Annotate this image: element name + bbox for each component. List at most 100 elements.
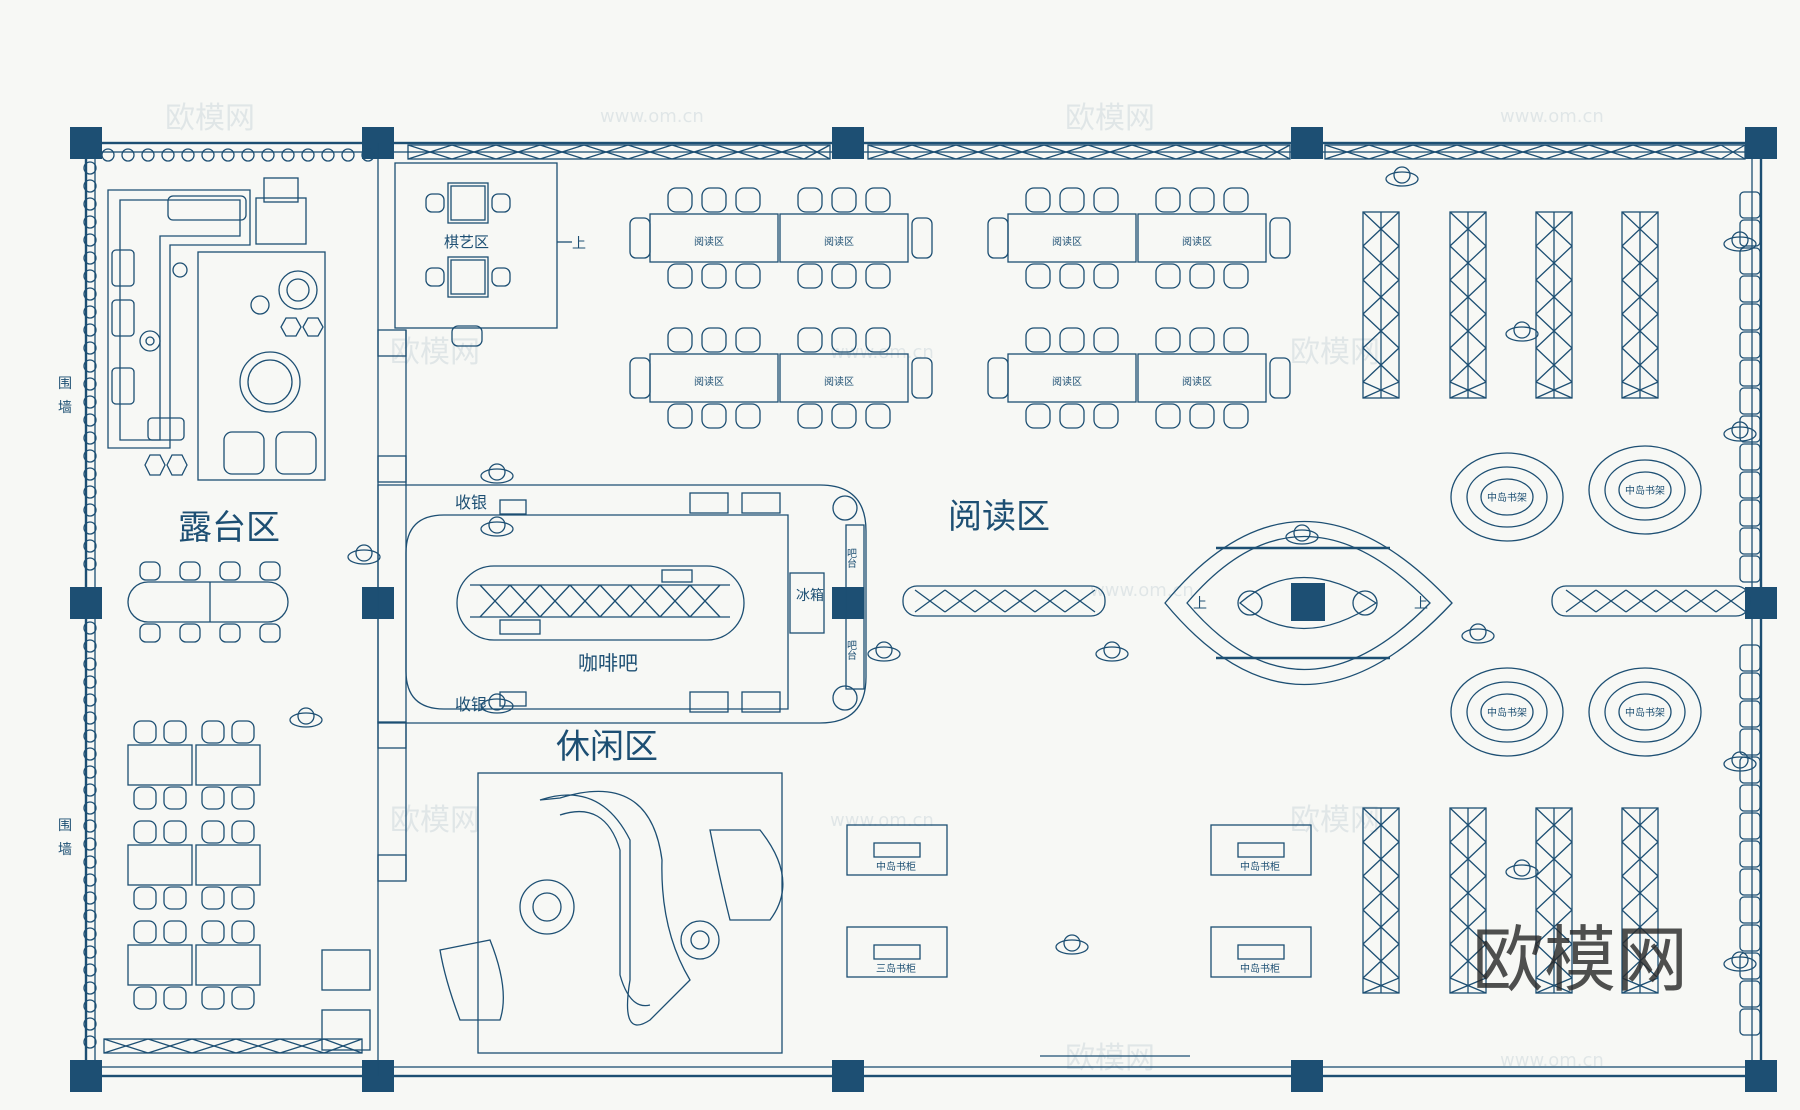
wall-label: 墙 bbox=[58, 842, 72, 858]
round-shelf bbox=[1588, 445, 1702, 535]
hex-stool bbox=[302, 317, 324, 337]
plant bbox=[341, 148, 355, 162]
low-shelf bbox=[1551, 585, 1751, 617]
shelf-hatch bbox=[1715, 589, 1747, 613]
person-head bbox=[488, 516, 506, 534]
chair bbox=[201, 986, 225, 1010]
wall-shelf-module bbox=[1739, 896, 1761, 924]
round-shelf-label: 中岛书架 bbox=[1625, 484, 1665, 497]
display-cabinets: 中岛书柜 三岛书柜 中岛书柜 中岛书柜 bbox=[846, 824, 1312, 978]
window-mullion bbox=[1087, 144, 1133, 160]
watermark-url: www.om.cn bbox=[1500, 1050, 1604, 1071]
wall-shelf-module bbox=[1739, 980, 1761, 1008]
wall-shelf-module bbox=[1739, 812, 1761, 840]
shelf-pattern bbox=[914, 589, 1747, 613]
cushion bbox=[111, 299, 135, 337]
chair bbox=[735, 187, 761, 213]
cafe-table bbox=[195, 844, 261, 886]
column bbox=[1291, 1060, 1323, 1092]
counter-hatch bbox=[539, 584, 571, 618]
chair bbox=[1155, 327, 1181, 353]
person-head bbox=[488, 693, 506, 711]
plant bbox=[261, 148, 275, 162]
chair bbox=[1093, 187, 1119, 213]
plant bbox=[83, 359, 97, 373]
plant bbox=[361, 148, 375, 162]
stack-hatch bbox=[1535, 943, 1573, 979]
window-mullion bbox=[1043, 144, 1089, 160]
stack-hatch bbox=[1362, 313, 1400, 349]
chair bbox=[865, 187, 891, 213]
chair bbox=[1189, 403, 1215, 429]
shelf-hatch bbox=[944, 589, 976, 613]
chair bbox=[1025, 403, 1051, 429]
chair bbox=[133, 720, 157, 744]
reading-table-label: 阅读区 bbox=[824, 235, 854, 248]
plant bbox=[83, 179, 97, 193]
door-swing bbox=[377, 854, 407, 882]
shelf-hatch bbox=[914, 589, 946, 613]
plant bbox=[83, 503, 97, 517]
zone-label-coffee: 咖啡吧 bbox=[578, 651, 638, 675]
counter-hatch bbox=[629, 584, 661, 618]
plant bbox=[83, 747, 97, 761]
plant bbox=[83, 377, 97, 391]
plant bbox=[83, 981, 97, 995]
plant bbox=[83, 783, 97, 797]
plant bbox=[301, 148, 315, 162]
chair bbox=[133, 920, 157, 944]
stack-hatch bbox=[1621, 313, 1659, 349]
shelf-hatch bbox=[1034, 589, 1066, 613]
watermark-brand: 欧模网 bbox=[1065, 101, 1155, 136]
stack-hatch bbox=[1362, 943, 1400, 979]
island-core bbox=[1238, 577, 1378, 629]
chair bbox=[425, 267, 445, 287]
window-mullion bbox=[1500, 144, 1546, 160]
plant bbox=[83, 1017, 97, 1031]
chair bbox=[201, 820, 225, 844]
chair bbox=[865, 263, 891, 289]
person-shoulders bbox=[1095, 646, 1129, 662]
chair bbox=[1093, 403, 1119, 429]
person-head bbox=[1293, 524, 1311, 542]
plant bbox=[83, 819, 97, 833]
lamp bbox=[263, 177, 299, 203]
cabinet-slot bbox=[873, 944, 921, 960]
corner-sofa bbox=[709, 829, 784, 921]
window-mullion bbox=[191, 1038, 237, 1054]
chair bbox=[1059, 187, 1085, 213]
hex-stool bbox=[166, 454, 188, 476]
column bbox=[832, 587, 864, 619]
chair bbox=[201, 920, 225, 944]
planter bbox=[1237, 590, 1263, 616]
column bbox=[832, 1060, 864, 1092]
column bbox=[832, 127, 864, 159]
stack-hatch bbox=[1449, 943, 1487, 979]
cushion bbox=[167, 195, 247, 221]
chair bbox=[259, 623, 281, 643]
counter-pattern bbox=[479, 584, 721, 618]
chair bbox=[701, 187, 727, 213]
zone-label-terrace: 露台区 bbox=[178, 508, 280, 548]
plant bbox=[83, 675, 97, 689]
chair bbox=[231, 886, 255, 910]
plant bbox=[83, 909, 97, 923]
window-mullion bbox=[495, 144, 541, 160]
round-shelf-ring bbox=[1604, 681, 1686, 743]
wall-shelf-module bbox=[1739, 644, 1761, 672]
chair bbox=[865, 327, 891, 353]
l-sofa-seat bbox=[119, 199, 241, 441]
window-mullion bbox=[911, 144, 957, 160]
stack-hatch bbox=[1449, 313, 1487, 349]
plant bbox=[83, 431, 97, 445]
stack-hatch bbox=[1621, 381, 1659, 399]
plant bbox=[83, 927, 97, 941]
stack-hatch bbox=[1362, 909, 1400, 945]
reading-table-label: 阅读区 bbox=[1052, 235, 1082, 248]
person-head bbox=[1393, 166, 1411, 184]
plant bbox=[83, 323, 97, 337]
stack-hatch bbox=[1621, 977, 1659, 994]
column bbox=[1291, 127, 1323, 159]
coffee-bar-zone: 冰箱 吧台 吧台 收银 收银 咖啡吧 bbox=[377, 484, 867, 724]
wall-shelf-module bbox=[1739, 924, 1761, 952]
